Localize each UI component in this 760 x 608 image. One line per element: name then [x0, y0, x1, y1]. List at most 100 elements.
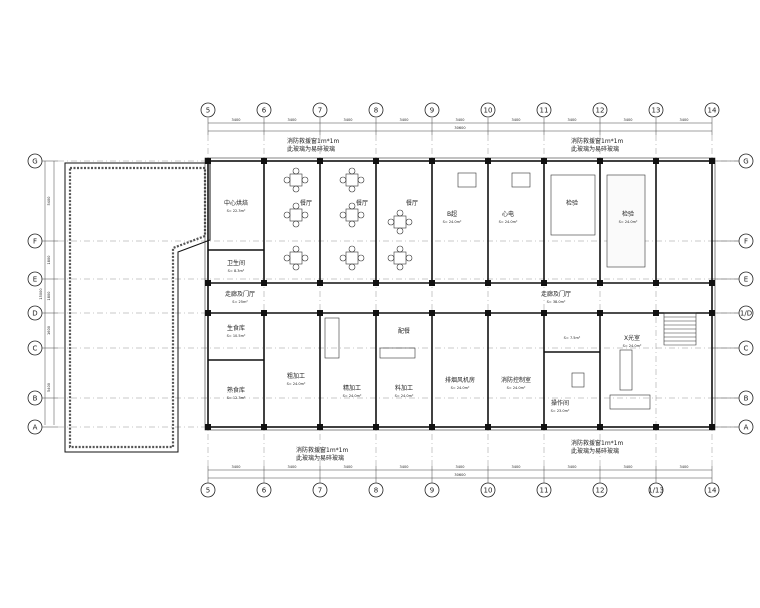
room-name-dining-1: 餐厅: [300, 199, 312, 207]
note-top-left-2: 此玻璃为易碎玻璃: [287, 145, 335, 153]
dim-top-span: 3400: [288, 118, 297, 122]
note-bottom-right-1: 消防救援窗1m*1m: [571, 439, 623, 447]
dim-left-total: 15000: [39, 288, 43, 299]
room-name-lab-2: 检验: [622, 210, 634, 218]
svg-text:6: 6: [262, 487, 267, 495]
dim-top-span: 3400: [680, 118, 689, 122]
svg-text:14: 14: [708, 487, 717, 495]
dim-top-span: 3400: [344, 118, 353, 122]
svg-text:1/13: 1/13: [648, 487, 664, 495]
room-name-restroom: 卫生间: [227, 259, 245, 267]
room-area-raw-storage: S= 10.5m²: [227, 334, 246, 338]
room-name-material-processing: 料加工: [395, 384, 413, 392]
room-name-corridor-1: 走廊及门厅: [225, 290, 255, 298]
room-area-fire-control: S= 24.0m²: [507, 386, 526, 390]
room-area-exhaust-room: S= 24.0m²: [451, 386, 470, 390]
svg-text:7: 7: [318, 107, 322, 115]
room-name-fine-processing: 精加工: [343, 384, 361, 392]
room-area-small-room: S= 7.5m²: [564, 336, 581, 340]
room-area-material-processing: S= 24.0m²: [395, 394, 414, 398]
axis-right-F: F: [738, 233, 754, 249]
terrace-outline: [64, 162, 211, 453]
axis-left-G: G: [27, 153, 43, 169]
dim-bottom-span: 3400: [680, 465, 689, 469]
dim-bottom-span: 3400: [344, 465, 353, 469]
svg-text:11: 11: [540, 487, 549, 495]
dim-left-span: 1800: [47, 256, 51, 265]
structural-columns: [205, 158, 715, 430]
room-name-center-kitchen: 中心烘焙: [224, 199, 248, 207]
svg-text:5: 5: [206, 107, 210, 115]
dim-bottom-span: 3400: [232, 465, 241, 469]
note-top-right-1: 消防救援窗1m*1m: [571, 137, 623, 145]
room-area-center-kitchen: S= 22.3m²: [227, 209, 246, 213]
svg-text:D: D: [32, 310, 37, 318]
axis-top-13: 13: [648, 102, 664, 118]
axis-bottom-9: 9: [424, 482, 440, 498]
room-area-corridor-1: S= 25m²: [232, 300, 248, 304]
svg-text:8: 8: [374, 487, 378, 495]
left-axis: G F E D C B A 5400 1800 1800 1600 5400 15000: [27, 153, 58, 435]
dim-bottom-span: 3400: [400, 465, 409, 469]
dim-left-span: 1800: [47, 292, 51, 301]
dim-left-span: 5400: [47, 197, 51, 206]
dim-left-span: 5400: [47, 383, 51, 392]
note-bottom-right-2: 此玻璃为易碎玻璃: [571, 447, 619, 455]
axis-right-1-D: 1/D: [738, 305, 754, 321]
room-area-xray: S= 24.0m²: [623, 344, 642, 348]
axis-top-14: 14: [704, 102, 720, 118]
room-name-operation: 操作间: [551, 399, 569, 407]
axis-bottom-6: 6: [256, 482, 272, 498]
fire-window-notes: 消防救援窗1m*1m 此玻璃为易碎玻璃 消防救援窗1m*1m 此玻璃为易碎玻璃 …: [287, 137, 623, 462]
room-area-corridor-2: S= 38.0m²: [547, 300, 566, 304]
axis-left-C: C: [27, 340, 43, 356]
dim-top-total: 30600: [454, 126, 465, 130]
axis-left-F: F: [27, 233, 43, 249]
svg-text:6: 6: [262, 107, 267, 115]
svg-text:A: A: [33, 424, 38, 432]
axis-right-G: G: [738, 153, 754, 169]
dim-left-span: 1600: [47, 326, 51, 335]
room-name-serving: 配餐: [398, 327, 410, 335]
axis-bottom-12: 12: [592, 482, 608, 498]
svg-text:14: 14: [708, 107, 717, 115]
svg-text:7: 7: [318, 487, 322, 495]
room-area-restroom: S= 8.3m²: [228, 269, 245, 273]
dim-top-span: 3400: [512, 118, 521, 122]
svg-text:A: A: [744, 424, 749, 432]
svg-text:13: 13: [652, 107, 661, 115]
axis-top-5: 5: [200, 102, 216, 118]
dim-top-span: 3400: [400, 118, 409, 122]
dim-bottom-span: 3400: [456, 465, 465, 469]
axis-top-7: 7: [312, 102, 328, 118]
room-name-xray: X光室: [624, 334, 640, 342]
room-name-corridor-2: 走廊及门厅: [541, 290, 571, 298]
room-name-cooked-storage: 熟食库: [227, 386, 245, 394]
svg-text:10: 10: [484, 107, 493, 115]
axis-top-11: 11: [536, 102, 552, 118]
svg-text:B: B: [33, 395, 38, 403]
axis-left-A: A: [27, 419, 43, 435]
note-top-left-1: 消防救援窗1m*1m: [287, 137, 339, 145]
axis-left-B: B: [27, 390, 43, 406]
svg-text:1/D: 1/D: [740, 310, 752, 318]
dining-tables: [283, 167, 413, 271]
svg-text:F: F: [744, 238, 748, 246]
svg-text:9: 9: [430, 107, 434, 115]
svg-text:8: 8: [374, 107, 378, 115]
svg-text:12: 12: [596, 487, 605, 495]
axis-bottom-7: 7: [312, 482, 328, 498]
room-name-dining-3: 餐厅: [406, 199, 418, 207]
dim-bottom-span: 3400: [288, 465, 297, 469]
axis-top-6: 6: [256, 102, 272, 118]
svg-text:G: G: [32, 158, 37, 166]
axis-left-E: E: [27, 271, 43, 287]
room-area-operation: S= 23.0m²: [551, 409, 570, 413]
note-top-right-2: 此玻璃为易碎玻璃: [571, 145, 619, 153]
svg-text:F: F: [33, 238, 37, 246]
room-area-rough-processing: S= 24.0m²: [287, 382, 306, 386]
axis-right-B: B: [738, 390, 754, 406]
building-walls: [204, 157, 716, 431]
